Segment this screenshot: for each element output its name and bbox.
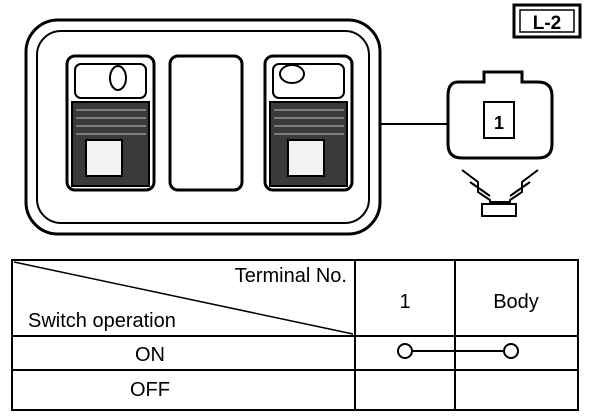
connector-terminal-label: 1 [494, 113, 504, 133]
continuity-mark-on [397, 343, 519, 359]
connector-code-label: L-2 [533, 13, 562, 34]
header-diagonal [13, 261, 354, 335]
connector-graphic: 1 [446, 70, 554, 160]
switch-panel [24, 18, 382, 236]
column-header-body: Body [493, 291, 539, 313]
column-header-1: 1 [399, 291, 410, 313]
header-terminal-no: Terminal No. [235, 265, 347, 287]
row-label-off: OFF [130, 379, 170, 401]
blank-switch-slot [168, 54, 244, 192]
mating-arrow-icon [461, 169, 539, 217]
connector-code-badge: L-2 [512, 3, 582, 39]
right-switch-graphic [263, 54, 354, 192]
header-switch-operation: Switch operation [28, 310, 176, 332]
continuity-table: Terminal No. Switch operation 1 Body ON … [11, 259, 579, 411]
left-switch-graphic [65, 54, 156, 192]
row-label-on: ON [135, 344, 165, 366]
